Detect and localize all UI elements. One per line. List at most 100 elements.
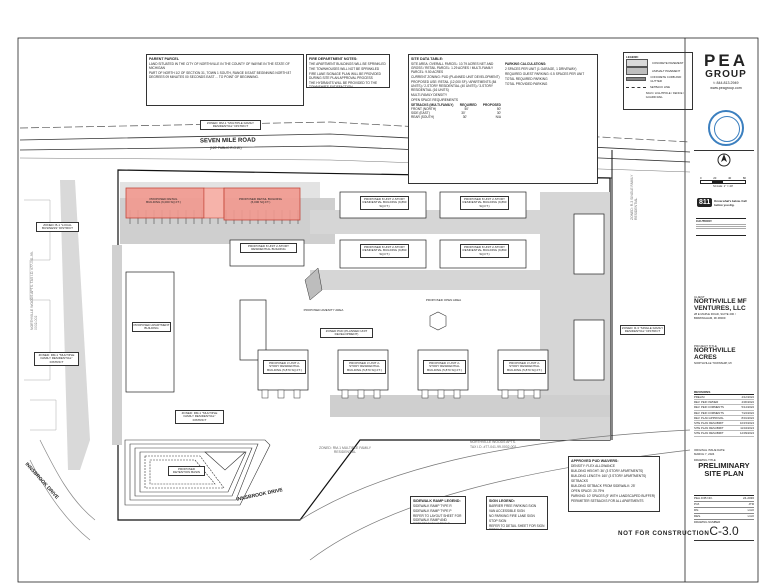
pud-waivers-title: APPROVED PUD WAIVERS: — [571, 459, 619, 463]
legend-row: ASPHALT PAVEMENT — [626, 67, 690, 75]
legend-label: SETBACK LINE — [650, 85, 671, 89]
issue-date-label: ORIGINAL ISSUE DATE: — [694, 448, 726, 452]
total-provided-parking: TOTAL PROVIDED PARKING — [505, 82, 548, 86]
legend-row: CONCRETE CURB AND GUTTER — [626, 75, 690, 83]
parking-title: PARKING CALCULATIONS: — [505, 62, 547, 66]
firm-logo-text: PEA — [704, 51, 748, 70]
guest-parking: REQUIRED GUEST PARKING: 0.5 SPACES PER U… — [505, 72, 585, 76]
setback-label: REAR (SOUTH) — [411, 115, 435, 119]
amenity-area-label: PROPOSED AMENITY AREA — [300, 308, 347, 313]
sidewalk-ramp-legend: SIDEWALK RAMP LEGEND: SIDEWALK RAMP TYPE… — [410, 496, 466, 524]
scale-bar: 0 20 40 80 SCALE: 1" = 40' — [700, 176, 746, 188]
client-name-1: NORTHVILLE MF — [694, 298, 747, 305]
current-zoning: CURRENT ZONING: PUD (PLANNED UNIT DEVELO… — [411, 75, 500, 79]
parent-parcel-note: PARENT PARCEL LAND SITUATED IN THE CITY … — [146, 54, 304, 106]
legend-row: SIGN / LIGHTPOLE / FENCE / GUARD RAIL — [626, 91, 690, 99]
ramp-legend-item: SIDEWALK RAMP TYPE R — [413, 504, 452, 508]
pud-waiver-item: DENSITY: FLEX ALLOWANCE — [571, 464, 615, 468]
legend-label: CONCRETE PAVEMENT — [652, 61, 684, 65]
811-icon: 811 — [697, 198, 713, 207]
adjacent-south-name: NORTHVILLE WOODS APTS. — [470, 440, 516, 444]
firm-phone: t: 844.813.2949 — [713, 81, 739, 85]
building-label-res-3-3: PROPOSED 3 UNIT 2-STORY RESIDENTIAL BUIL… — [423, 360, 466, 374]
client-label: CLIENT — [694, 295, 705, 299]
setback-label: FRONT (NORTH) — [411, 107, 437, 111]
not-for-construction-banner: NOT FOR CONSTRUCTION — [618, 530, 710, 537]
pud-waiver-item: PERIMETER SETBACKS FOR ALL APARTMENTS — [571, 499, 644, 503]
adjacent-south-tax: TAX I.D. #77-041-99-0002-002 — [470, 445, 517, 449]
adjacent-west-label: NORTHVILLE WOODS APTS. TAX I.D. #77-041-… — [30, 251, 38, 330]
density: MULTI-FAMILY DENSITY — [411, 93, 448, 97]
pud-waiver-item: BUILDING HEIGHT: 36' (3 STORY APARTMENTS… — [571, 469, 644, 473]
sign-symbol-swatch — [626, 92, 642, 98]
setback-required: 30' — [461, 111, 466, 115]
811-text: Know what's below. Call before you dig. — [714, 198, 747, 207]
parent-parcel-line1: LAND SITUATED IN THE CITY OF NORTHVILLE … — [149, 62, 290, 70]
project-name-1: NORTHVILLE — [694, 347, 736, 354]
site-data-table: SITE DATA TABLE: SITE AREA: OVERALL PARC… — [408, 54, 598, 184]
seven-mile-row-label: (120' PUBLIC R.O.W.) — [210, 146, 242, 150]
scale-tick: 20 — [713, 176, 717, 180]
required-parking: 2 SPACES PER UNIT (1 GARAGE, 1 DRIVEWAY) — [505, 67, 577, 71]
scale-tick: 80 — [742, 176, 746, 180]
north-arrow-icon — [717, 153, 731, 167]
ramp-legend-item: REFER TO LAYOUT SHEET FOR SIDEWALK RAMP … — [413, 514, 462, 524]
total-required-parking: TOTAL REQUIRED PARKING — [505, 77, 548, 81]
sign-legend-title: SIGN LEGEND: — [489, 499, 515, 503]
firm-logo: PEA GROUP t: 844.813.2949 www.peagroup.c… — [698, 52, 754, 90]
setbacks-header: SETBACKS (MULTI-FAMILY) — [411, 103, 454, 107]
setback-required: 50' — [464, 107, 469, 111]
legend-title: LEGEND: — [626, 55, 639, 59]
drawing-title-block: ORIGINAL ISSUE DATE: MARCH 7, 2024 DRAWI… — [694, 448, 754, 478]
project-location: NORTHVILLE TOWNSHIP, MI — [694, 361, 732, 365]
fire-note-item: THE TOWNHOUSES WILL NOT BE SPRINKLED — [309, 67, 380, 71]
client-address: 28 E MAPLE ROAD, SUITE 200 / BIRMINGHAM,… — [694, 312, 736, 320]
fire-note-item: THE APARTMENT BUILDINGS WILL BE SPRINKLE… — [309, 62, 386, 66]
job-row: PEA JOB NO.24-2036 — [694, 495, 754, 502]
legend-row: CONCRETE PAVEMENT — [626, 59, 690, 67]
zoning-label-south: ZONED: RM-1 MULTIPLE FAMILY RESIDENTIAL — [318, 446, 372, 454]
sign-legend-item: NO PARKING FIRE LANE SIGN — [489, 514, 535, 518]
setbacks-required-header: REQUIRED — [459, 103, 477, 107]
sign-legend-item: VAN ACCESSIBLE SIGN — [489, 509, 525, 513]
building-label-detention: PROPOSED DETENTION BASIN — [168, 466, 205, 477]
parent-parcel-line2: PART OF NORTH 1/2 OF SECTION 31, TOWN 1 … — [149, 71, 292, 79]
job-row: DN.LGO — [694, 508, 754, 514]
project-block: PROJECT TITLE NORTHVILLE ACRES NORTHVILL… — [694, 344, 754, 365]
building-label-res-8-3: PROPOSED 8 UNIT 2-STORY RESIDENTIAL BUIL… — [360, 244, 409, 258]
building-label-retail-1: PROPOSED RETAIL BUILDING (6,000 SQ.FT.) — [146, 196, 181, 205]
project-name-2: ACRES — [694, 353, 717, 361]
setback-swatch — [626, 86, 646, 88]
curb-swatch — [626, 77, 647, 81]
pud-waiver-item: BUILDING LENGTH: 160' (3 STORY APARTMENT… — [571, 474, 647, 478]
adjacent-east-label: ZONED: R-3 SINGLE FAMILY RESIDENTIAL — [630, 174, 638, 220]
scale-tick: 40 — [728, 176, 732, 180]
building-label-res-8-4: PROPOSED 8 UNIT 2-STORY RESIDENTIAL BUIL… — [460, 244, 509, 258]
setback-proposed: N/A — [495, 115, 501, 119]
pud-waivers-note: APPROVED PUD WAIVERS: DENSITY: FLEX ALLO… — [568, 456, 660, 512]
firm-website: www.peagroup.com — [710, 85, 742, 90]
job-info-table: PEA JOB NO.24-2036 P.M.JTR DN.LGO DES.LG… — [694, 495, 754, 524]
site-area: SITE AREA: OVERALL PARCEL: 10.79 ACRES N… — [411, 62, 494, 74]
sign-legend: SIGN LEGEND: BARRIER FREE PARKING SIGN V… — [486, 496, 548, 530]
legend-row: SETBACK LINE — [626, 83, 690, 91]
revisions-title: REVISIONS — [694, 390, 754, 395]
proposed-use: PROPOSED USE: RETAIL (12,000 SF) / APART… — [411, 80, 497, 92]
pud-waiver-item: OPEN SPACE: 20.79% — [571, 489, 605, 493]
legend-label: CONCRETE CURB AND GUTTER — [650, 75, 682, 83]
asphalt-swatch — [626, 67, 648, 75]
client-block: CLIENT NORTHVILLE MF VENTURES, LLC 28 E … — [694, 295, 754, 320]
scale-label: SCALE: 1" = 40' — [712, 184, 734, 188]
drawing-title: PRELIMINARY SITE PLAN — [698, 461, 750, 478]
divider — [694, 150, 754, 151]
zoning-label-north: ZONED: RM-1 "MULTIPLE FAMILY RESIDENTIAL… — [200, 120, 261, 131]
caution-box: CAUTION!! — [696, 218, 746, 236]
site-data-title: SITE DATA TABLE: — [411, 57, 444, 61]
legend-label: SIGN / LIGHTPOLE / FENCE / GUARD RAIL — [645, 91, 684, 99]
